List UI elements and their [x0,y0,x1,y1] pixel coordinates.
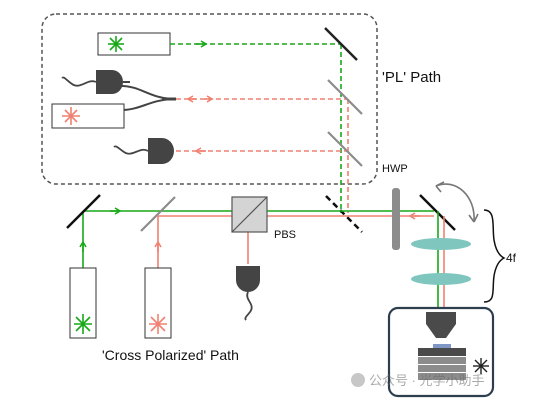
photodetector-icon [113,138,174,164]
hwp-plate [392,188,400,250]
pl-path-label: 'PL' Path [382,69,441,86]
fiber-splitter [121,85,176,111]
photodetector-icon [61,70,130,94]
wechat-icon [351,373,365,387]
rotation-arrowhead-top [435,181,445,193]
red-laser-source-icon [62,107,80,125]
watermark: 公众号 · 光学小助手 [351,373,485,388]
cross-polarized-path-label: 'Cross Polarized' Path [102,347,239,363]
snowflake-icon [473,358,489,374]
lens-4f-top [411,238,471,250]
rotation-arrow [435,183,475,223]
pl-red-source [51,103,125,129]
pbs-label: PBS [274,229,296,241]
pbs-cube [231,196,268,233]
lens-4f-bottom [411,273,471,285]
cross-red-source [144,267,172,339]
cryostat-stage-icon [418,344,466,380]
pl-dichroic-low [327,131,363,167]
objective-lens-icon [426,312,456,338]
pl-dichroic-mid [327,79,363,115]
four-f-label: 4f [506,251,517,265]
cross-green-source [69,267,97,339]
flip-mirror [325,195,363,233]
green-laser-source-icon [74,314,92,334]
four-f-brace [483,209,506,303]
rotation-arrowhead-bottom [468,213,479,223]
watermark-text: 公众号 · 光学小助手 [369,373,485,388]
red-laser-source-icon [149,314,167,334]
hwp-label: HWP [382,163,408,175]
cross-mirror-left [66,194,101,229]
pl-path-box [41,13,378,185]
cross-dichroic [140,196,176,232]
green-laser-source-icon [108,36,124,52]
pl-green-source [97,32,171,56]
pl-mirror-top [324,27,358,61]
photodetector-icon [236,266,260,321]
